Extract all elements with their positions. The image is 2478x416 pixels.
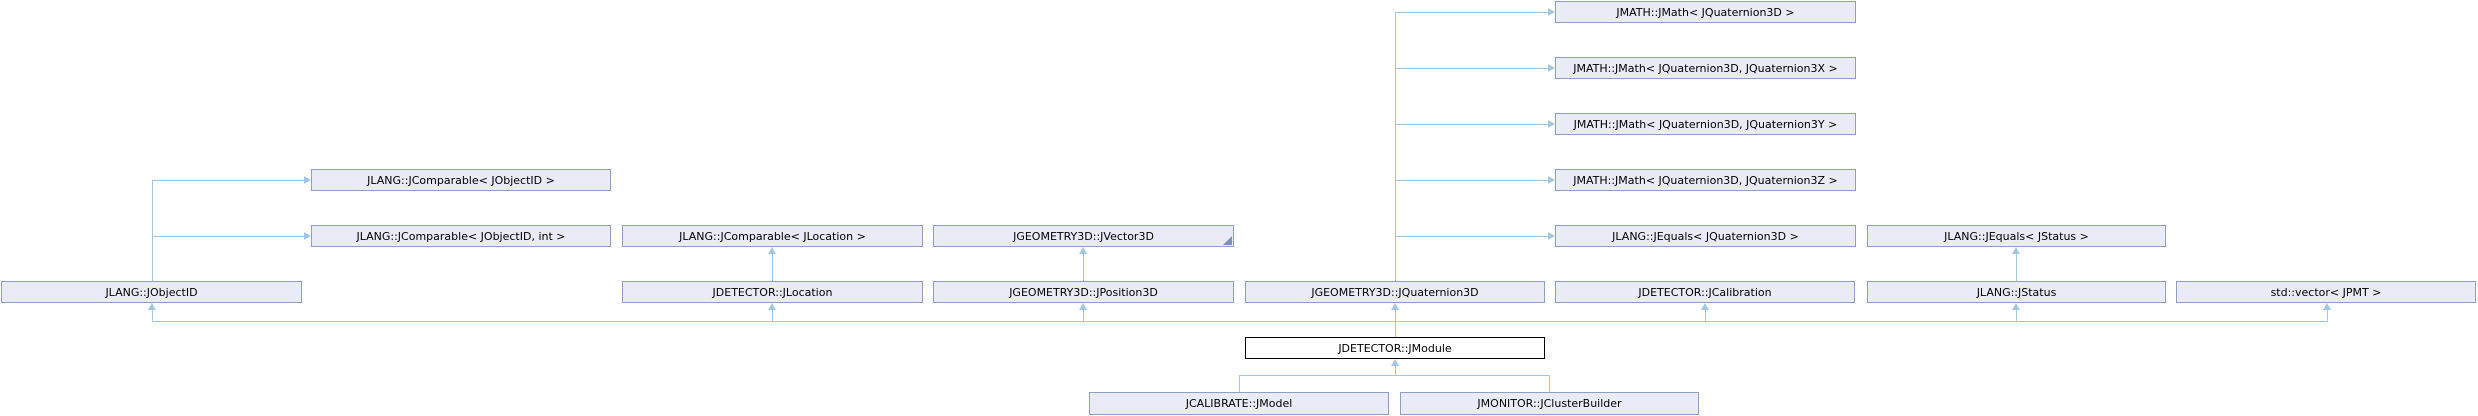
inheritance-edge-line bbox=[1395, 12, 1549, 13]
class-node-label: JDETECTOR::JModule bbox=[1338, 341, 1452, 355]
class-node-jcomparable-jobjectid-int[interactable]: JLANG::JComparable< JObjectID, int > bbox=[311, 225, 611, 247]
inheritance-edge-line bbox=[2016, 253, 2017, 281]
class-node-jgeometry3d-jposition3d[interactable]: JGEOMETRY3D::JPosition3D bbox=[933, 281, 1234, 303]
class-node-label: JMATH::JMath< JQuaternion3D, JQuaternion… bbox=[1573, 117, 1838, 131]
inheritance-edge-line bbox=[152, 180, 153, 281]
arrow-right-icon bbox=[1548, 120, 1555, 128]
inheritance-edge-line bbox=[772, 253, 773, 281]
inheritance-edge-line bbox=[2016, 309, 2017, 322]
class-node-label: JMATH::JMath< JQuaternion3D, JQuaternion… bbox=[1573, 173, 1838, 187]
arrow-up-icon bbox=[148, 303, 156, 310]
class-node-jlang-jobjectid[interactable]: JLANG::JObjectID bbox=[1, 281, 302, 303]
inheritance-edge-line bbox=[152, 180, 305, 181]
inheritance-edge-line bbox=[152, 309, 153, 322]
inheritance-edge-line bbox=[1395, 236, 1549, 237]
class-node-label: JLANG::JComparable< JLocation > bbox=[679, 229, 866, 243]
class-node-label: JLANG::JComparable< JObjectID, int > bbox=[356, 229, 566, 243]
class-node-jgeometry3d-jquaternion3d[interactable]: JGEOMETRY3D::JQuaternion3D bbox=[1245, 281, 1545, 303]
class-node-jdetector-jlocation[interactable]: JDETECTOR::JLocation bbox=[622, 281, 923, 303]
class-node-label: JMONITOR::JClusterBuilder bbox=[1477, 397, 1622, 410]
inheritance-edge-line bbox=[1395, 180, 1549, 181]
class-node-label: JDETECTOR::JLocation bbox=[712, 285, 833, 299]
class-node-label: JLANG::JStatus bbox=[1976, 285, 2057, 299]
class-node-jcomparable-jobjectid[interactable]: JLANG::JComparable< JObjectID > bbox=[311, 169, 611, 191]
inheritance-edge-line bbox=[1549, 375, 1550, 392]
arrow-right-icon bbox=[1548, 64, 1555, 72]
arrow-up-icon bbox=[2012, 247, 2020, 254]
inheritance-edge-line bbox=[1395, 68, 1549, 69]
inheritance-edge-line bbox=[1395, 12, 1396, 281]
class-node-std-vector-jpmt[interactable]: std::vector< JPMT > bbox=[2176, 281, 2476, 303]
inheritance-edge-line bbox=[1705, 309, 1706, 322]
class-node-jgeometry3d-jvector3d[interactable]: JGEOMETRY3D::JVector3D bbox=[933, 225, 1234, 247]
arrow-right-icon bbox=[304, 232, 311, 240]
class-node-jdetector-jmodule: JDETECTOR::JModule bbox=[1245, 337, 1545, 359]
arrow-up-icon bbox=[768, 247, 776, 254]
arrow-up-icon bbox=[2323, 303, 2331, 310]
inheritance-edge-line bbox=[1395, 365, 1396, 376]
class-node-label: JLANG::JEquals< JStatus > bbox=[1944, 229, 2089, 243]
class-node-label: JGEOMETRY3D::JQuaternion3D bbox=[1311, 285, 1479, 299]
class-node-jlang-jstatus[interactable]: JLANG::JStatus bbox=[1867, 281, 2166, 303]
inheritance-edge-line bbox=[152, 236, 305, 237]
inheritance-edge-line bbox=[1395, 124, 1549, 125]
class-node-jcomparable-jlocation[interactable]: JLANG::JComparable< JLocation > bbox=[622, 225, 923, 247]
class-node-label: JMATH::JMath< JQuaternion3D > bbox=[1616, 5, 1795, 19]
class-node-jmath-jquaternion3d-z[interactable]: JMATH::JMath< JQuaternion3D, JQuaternion… bbox=[1555, 169, 1856, 191]
inheritance-edge-line bbox=[1239, 375, 1549, 376]
class-node-jcalibrate-jmodel[interactable]: JCALIBRATE::JModel bbox=[1089, 392, 1389, 415]
arrow-up-icon bbox=[1079, 303, 1087, 310]
inheritance-edge-line bbox=[1239, 375, 1240, 392]
class-node-label: JGEOMETRY3D::JVector3D bbox=[1013, 229, 1154, 243]
class-node-jdetector-jcalibration[interactable]: JDETECTOR::JCalibration bbox=[1555, 281, 1855, 303]
class-node-jmath-jquaternion3d-y[interactable]: JMATH::JMath< JQuaternion3D, JQuaternion… bbox=[1555, 113, 1856, 135]
arrow-up-icon bbox=[1391, 359, 1399, 366]
arrow-up-icon bbox=[1079, 247, 1087, 254]
class-node-label: JMATH::JMath< JQuaternion3D, JQuaternion… bbox=[1573, 61, 1838, 75]
arrow-right-icon bbox=[1548, 232, 1555, 240]
class-node-label: std::vector< JPMT > bbox=[2270, 285, 2382, 299]
class-node-jmath-jquaternion3d-x[interactable]: JMATH::JMath< JQuaternion3D, JQuaternion… bbox=[1555, 57, 1856, 79]
class-node-label: JLANG::JComparable< JObjectID > bbox=[367, 173, 555, 187]
class-node-jmath-jquaternion3d[interactable]: JMATH::JMath< JQuaternion3D > bbox=[1555, 1, 1856, 23]
truncated-graph-corner-icon bbox=[1223, 236, 1232, 245]
inheritance-edge-line bbox=[152, 321, 2327, 322]
arrow-up-icon bbox=[1701, 303, 1709, 310]
class-node-jmonitor-jclusterbuilder[interactable]: JMONITOR::JClusterBuilder bbox=[1400, 392, 1699, 415]
class-node-label: JCALIBRATE::JModel bbox=[1185, 397, 1293, 410]
arrow-right-icon bbox=[304, 176, 311, 184]
class-node-jequals-jstatus[interactable]: JLANG::JEquals< JStatus > bbox=[1867, 225, 2166, 247]
inheritance-edge-line bbox=[1083, 253, 1084, 281]
inheritance-edge-line bbox=[1083, 309, 1084, 322]
arrow-up-icon bbox=[1391, 303, 1399, 310]
class-node-label: JLANG::JEquals< JQuaternion3D > bbox=[1612, 229, 1799, 243]
arrow-up-icon bbox=[768, 303, 776, 310]
class-node-label: JDETECTOR::JCalibration bbox=[1638, 285, 1772, 299]
inheritance-edge-line bbox=[2327, 309, 2328, 322]
arrow-right-icon bbox=[1548, 8, 1555, 16]
inheritance-edge-line bbox=[1395, 321, 1396, 337]
class-node-label: JGEOMETRY3D::JPosition3D bbox=[1009, 285, 1158, 299]
inheritance-edge-line bbox=[1395, 309, 1396, 322]
arrow-up-icon bbox=[2012, 303, 2020, 310]
inheritance-edge-line bbox=[772, 309, 773, 322]
class-node-jequals-jquaternion3d[interactable]: JLANG::JEquals< JQuaternion3D > bbox=[1555, 225, 1856, 247]
arrow-right-icon bbox=[1548, 176, 1555, 184]
class-node-label: JLANG::JObjectID bbox=[105, 285, 198, 299]
